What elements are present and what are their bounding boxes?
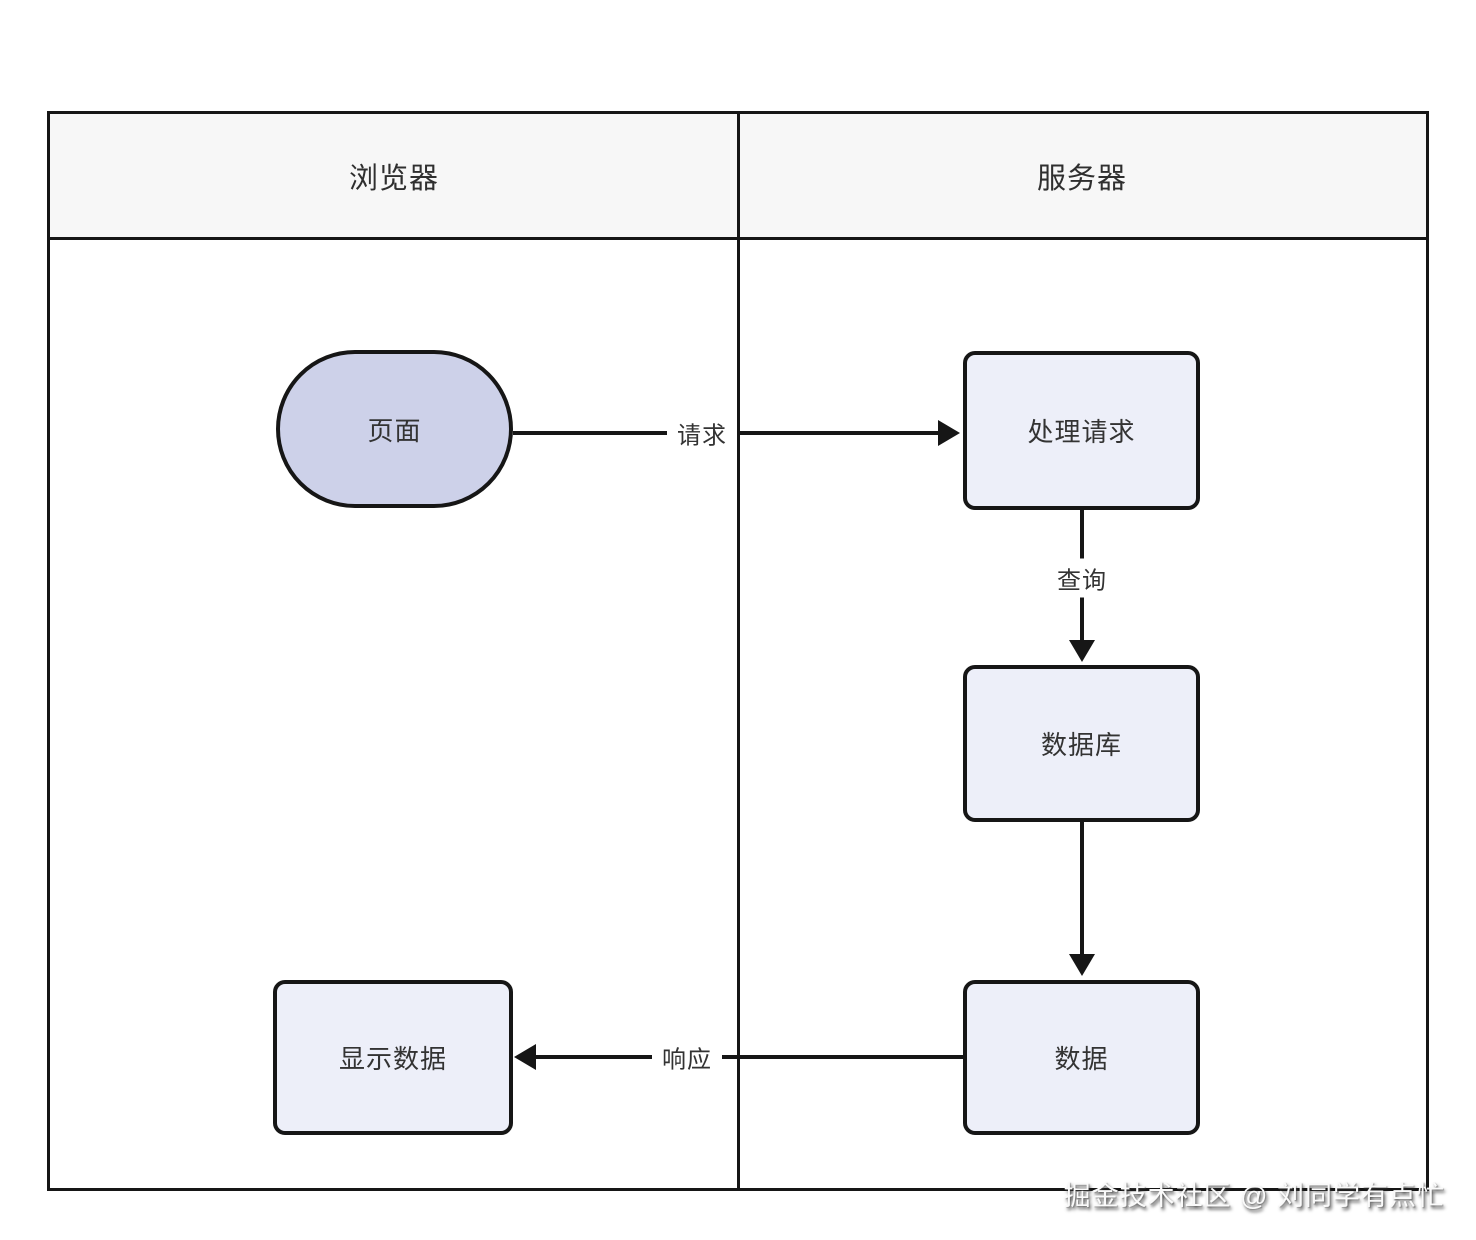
edge-request-label: 请求 — [667, 413, 737, 453]
node-page-label: 页面 — [367, 415, 422, 446]
edge-response-arrowhead-icon — [514, 1044, 536, 1070]
node-display-data-label: 显示数据 — [338, 1044, 447, 1074]
node-process-request-label: 处理请求 — [1027, 417, 1136, 447]
edge-query-label: 查询 — [1047, 558, 1117, 598]
edge-database-data-line — [1080, 822, 1084, 958]
edge-response-label: 响应 — [652, 1037, 722, 1077]
node-database: 数据库 — [963, 665, 1200, 822]
swimlane-frame: 浏览器 服务器 — [47, 111, 1429, 1191]
node-process-request: 处理请求 — [963, 351, 1200, 510]
lane-header-browser: 浏览器 — [348, 162, 439, 195]
watermark: 掘金技术社区 @ 刘同学有点忙 — [1063, 1181, 1445, 1211]
edge-query-arrowhead-icon — [1069, 640, 1095, 662]
node-data-label: 数据 — [1054, 1044, 1109, 1074]
node-data: 数据 — [963, 980, 1200, 1135]
node-database-label: 数据库 — [1040, 730, 1122, 760]
node-page: 页面 — [276, 350, 513, 508]
lane-header-server: 服务器 — [1036, 162, 1127, 195]
edge-database-data-arrowhead-icon — [1069, 954, 1095, 976]
lane-divider — [737, 114, 740, 1188]
edge-response-line — [536, 1055, 963, 1059]
edge-request-arrowhead-icon — [938, 420, 960, 446]
node-display-data: 显示数据 — [273, 980, 513, 1135]
